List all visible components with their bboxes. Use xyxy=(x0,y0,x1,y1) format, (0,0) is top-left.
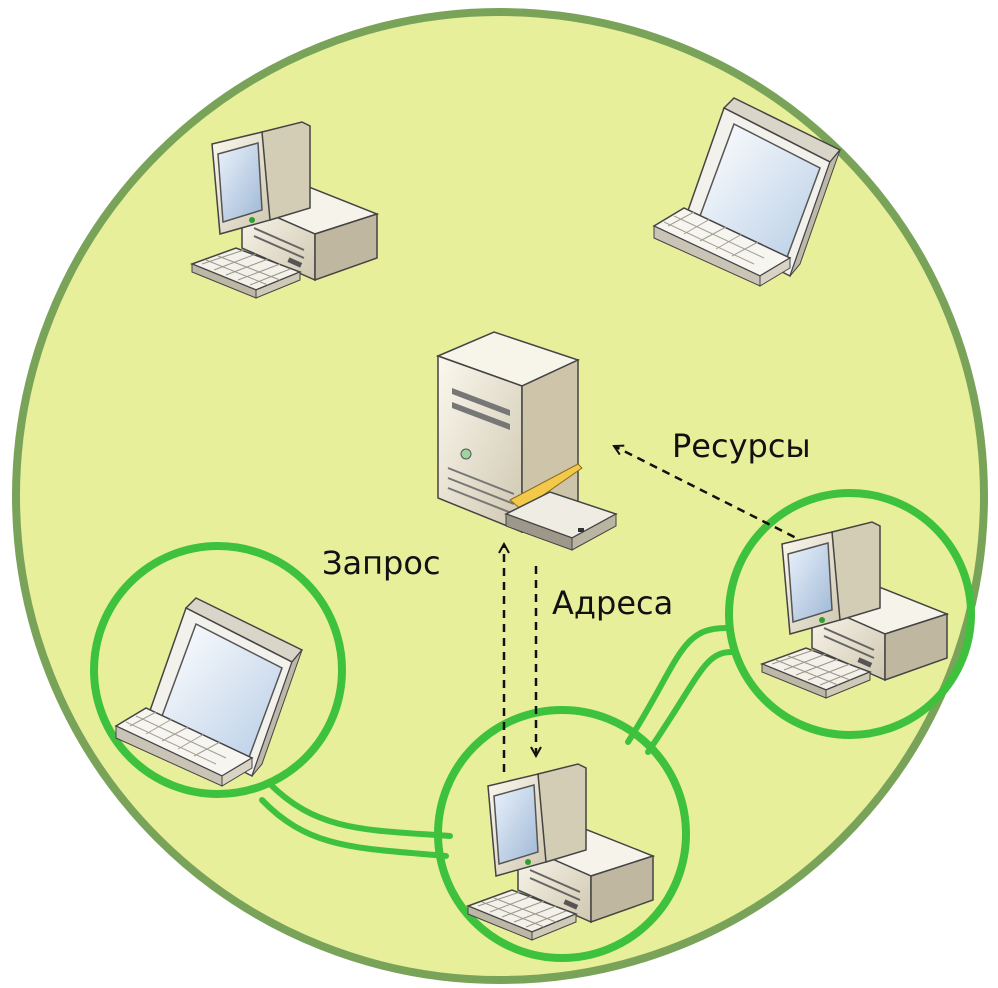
highlight-ring-desktop-bottom xyxy=(434,706,690,962)
link-laptop-left-to-desktop-bottom xyxy=(259,781,453,859)
highlight-ring-desktop-right xyxy=(725,489,975,739)
label-resources: Ресурсы xyxy=(672,427,811,465)
arrow-resources xyxy=(614,446,833,558)
label-addresses: Адреса xyxy=(552,584,673,622)
highlight-ring-laptop-left xyxy=(90,542,346,798)
label-request: Запрос xyxy=(322,544,441,582)
link-desktop-bottom-to-desktop-right xyxy=(625,625,735,755)
